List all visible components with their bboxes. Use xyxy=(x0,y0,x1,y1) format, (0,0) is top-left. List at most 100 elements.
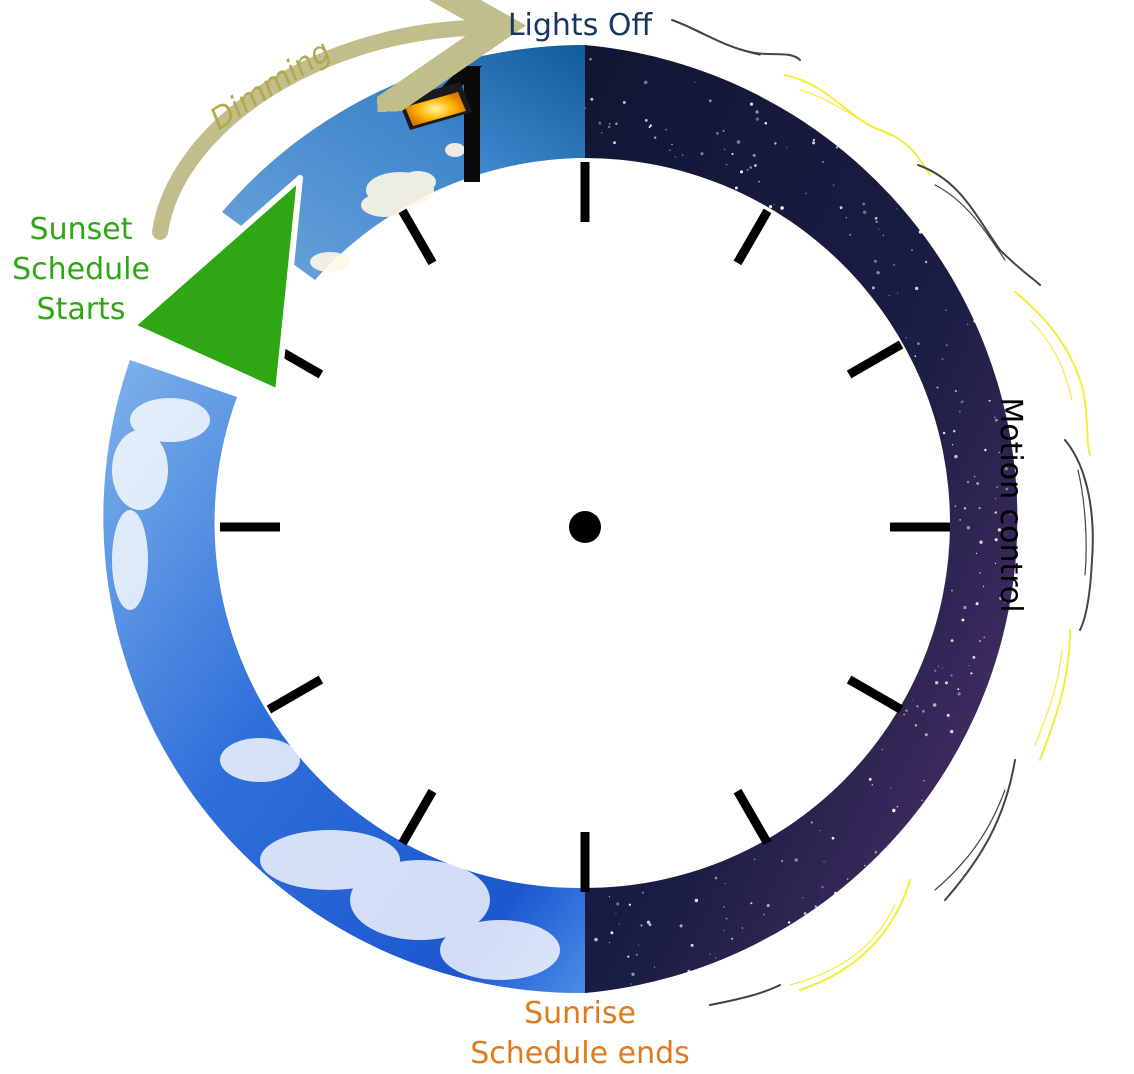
star xyxy=(905,709,908,712)
star xyxy=(1004,601,1006,603)
star xyxy=(754,858,756,860)
star xyxy=(1002,450,1004,453)
star xyxy=(627,955,630,958)
star xyxy=(635,953,638,956)
star xyxy=(983,636,985,638)
star xyxy=(963,507,967,510)
star xyxy=(957,688,960,691)
star xyxy=(959,519,961,521)
star xyxy=(700,152,704,156)
star xyxy=(679,924,683,928)
star xyxy=(646,920,651,924)
star xyxy=(594,937,598,942)
star xyxy=(615,122,618,126)
star xyxy=(1050,492,1054,497)
star xyxy=(868,777,872,781)
star xyxy=(997,528,1002,532)
star xyxy=(991,317,995,321)
clock-tick xyxy=(398,788,437,846)
sunset-line-1: Sunset xyxy=(29,212,133,247)
star xyxy=(994,538,998,542)
star xyxy=(922,710,925,713)
star xyxy=(752,153,756,157)
star xyxy=(911,249,913,251)
star xyxy=(1010,433,1015,437)
star xyxy=(977,770,980,772)
star xyxy=(963,605,967,610)
star xyxy=(882,234,885,236)
star xyxy=(998,451,1000,453)
star xyxy=(873,259,877,263)
star xyxy=(912,699,914,701)
star xyxy=(862,202,865,206)
star xyxy=(878,228,880,230)
star xyxy=(643,80,648,85)
star xyxy=(921,799,923,802)
star xyxy=(978,507,981,510)
star xyxy=(839,206,843,210)
star xyxy=(1004,467,1008,471)
star xyxy=(760,942,763,945)
star xyxy=(630,983,632,985)
star xyxy=(942,809,945,812)
star xyxy=(923,780,925,782)
star xyxy=(936,225,939,229)
star xyxy=(896,208,898,210)
dusk-clouds xyxy=(310,143,465,272)
star xyxy=(1029,532,1033,536)
star xyxy=(1016,629,1020,634)
star xyxy=(874,851,877,854)
star xyxy=(823,927,827,931)
star xyxy=(918,230,923,234)
star xyxy=(609,123,611,125)
clock-tick xyxy=(733,208,772,266)
star xyxy=(874,860,878,863)
star xyxy=(1029,439,1032,442)
star xyxy=(976,481,980,486)
star xyxy=(960,400,964,404)
star xyxy=(1012,427,1016,431)
star xyxy=(755,110,759,114)
star xyxy=(893,263,896,266)
star xyxy=(930,214,932,217)
star xyxy=(598,121,602,125)
dial-center-dot xyxy=(569,511,601,543)
day-clouds xyxy=(112,398,560,980)
star xyxy=(845,216,848,219)
night-ring-segment xyxy=(585,45,1018,993)
star xyxy=(1046,464,1050,468)
star xyxy=(988,399,991,402)
star xyxy=(959,243,961,245)
star xyxy=(1001,728,1004,730)
star xyxy=(812,138,816,142)
star xyxy=(905,337,907,339)
star xyxy=(814,905,817,908)
star xyxy=(787,921,791,924)
star xyxy=(999,596,1002,600)
star xyxy=(648,126,651,128)
star xyxy=(986,743,989,745)
sunrise-line-2: Schedule ends xyxy=(470,1036,690,1071)
star xyxy=(888,175,891,178)
star xyxy=(945,797,949,802)
star xyxy=(803,912,807,915)
star xyxy=(731,152,734,156)
star xyxy=(609,941,611,944)
star xyxy=(1042,467,1046,470)
motion-waves xyxy=(671,19,1094,1006)
star xyxy=(961,261,964,264)
star xyxy=(1043,544,1047,549)
motion-control-text: Motion control xyxy=(993,397,1028,613)
star xyxy=(818,829,821,832)
star xyxy=(946,713,950,717)
star xyxy=(1003,642,1007,646)
star xyxy=(862,210,867,215)
star xyxy=(957,692,961,696)
star xyxy=(1036,463,1040,466)
day-ring-segment xyxy=(103,360,586,994)
star xyxy=(1035,578,1038,581)
star xyxy=(849,233,852,236)
star xyxy=(615,912,617,915)
star xyxy=(881,748,884,751)
